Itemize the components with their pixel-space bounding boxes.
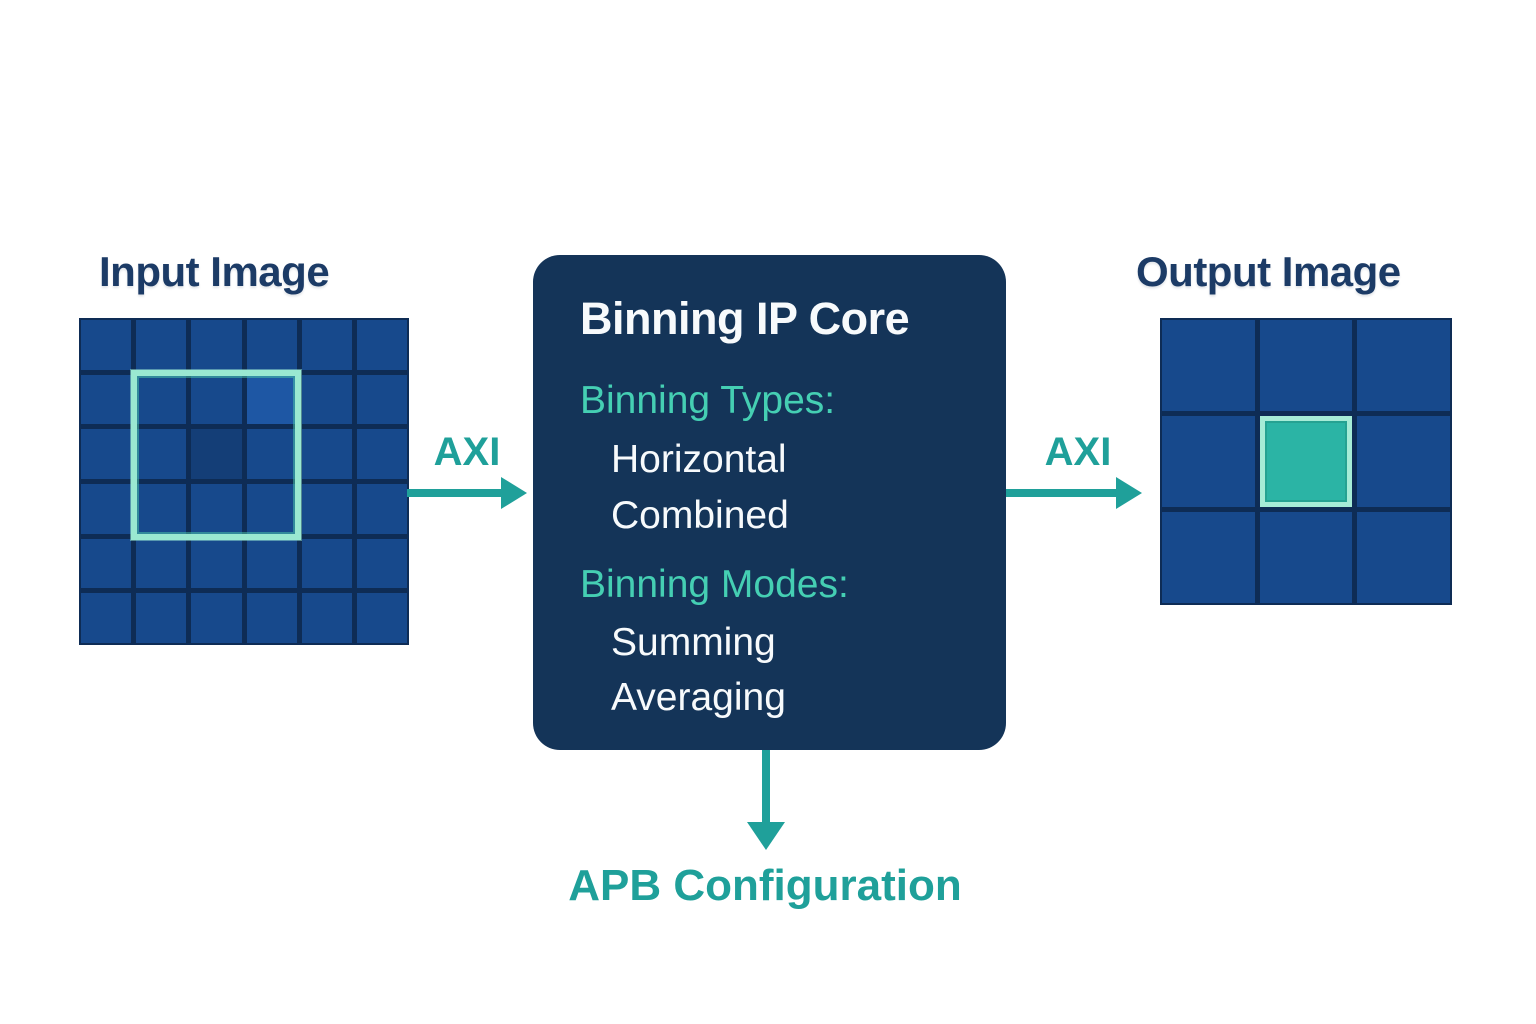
axi-out-label: AXI: [1044, 430, 1112, 474]
axi-out-arrow: [1006, 489, 1118, 497]
binning-ip-core-block: Binning IP Core Binning Types: Horizonta…: [533, 255, 1006, 750]
pixel-cell: [356, 593, 407, 643]
apb-arrowhead-icon: [747, 822, 785, 850]
binning-types-heading: Binning Types:: [580, 379, 836, 422]
binning-mode-item: Averaging: [611, 676, 786, 719]
pixel-cell: [301, 374, 352, 425]
pixel-cell: [356, 429, 407, 479]
binning-mode-item: Summing: [611, 621, 776, 664]
pixel-cell: [301, 429, 352, 479]
pixel-cell: [1357, 416, 1450, 507]
pixel-cell: [301, 484, 352, 534]
pixel-cell: [191, 320, 242, 370]
binning-type-item: Horizontal: [611, 438, 787, 481]
pixel-cell: [246, 429, 297, 479]
pixel-cell: [356, 374, 407, 425]
binning-type-item: Combined: [611, 494, 789, 537]
pixel-cell: [246, 484, 297, 534]
pixel-cell: [191, 484, 242, 534]
pixel-cell: [81, 320, 132, 370]
binning-modes-heading: Binning Modes:: [580, 563, 849, 606]
input-pixel-grid: [79, 318, 409, 645]
input-pixel-grid-cells: [79, 318, 409, 645]
axi-in-arrow: [407, 489, 503, 497]
apb-configuration-label: APB Configuration: [568, 861, 962, 910]
pixel-cell: [1162, 320, 1255, 411]
pixel-cell: [246, 374, 297, 425]
pixel-cell: [246, 593, 297, 643]
pixel-cell: [191, 593, 242, 643]
pixel-cell: [136, 538, 187, 589]
pixel-cell: [81, 374, 132, 425]
pixel-cell: [136, 429, 187, 479]
pixel-cell: [1162, 512, 1255, 603]
pixel-cell: [191, 374, 242, 425]
pixel-cell: [81, 593, 132, 643]
output-pixel-grid: [1160, 318, 1452, 605]
axi-out-arrowhead-icon: [1116, 477, 1142, 509]
pixel-cell: [301, 593, 352, 643]
output-pixel-grid-cells: [1160, 318, 1452, 605]
axi-in-arrowhead-icon: [501, 477, 527, 509]
input-image-title: Input Image: [99, 248, 330, 295]
pixel-cell: [136, 593, 187, 643]
pixel-cell: [1259, 320, 1353, 411]
pixel-cell: [1357, 320, 1450, 411]
pixel-cell: [81, 429, 132, 479]
binned-pixel-cell: [1259, 416, 1353, 507]
pixel-cell: [81, 484, 132, 534]
pixel-cell: [356, 538, 407, 589]
pixel-cell: [136, 374, 187, 425]
pixel-cell: [136, 484, 187, 534]
pixel-cell: [136, 320, 187, 370]
core-block-title: Binning IP Core: [580, 293, 910, 344]
pixel-cell: [246, 320, 297, 370]
output-image-title: Output Image: [1136, 248, 1401, 295]
pixel-cell: [301, 320, 352, 370]
pixel-cell: [356, 484, 407, 534]
pixel-cell: [246, 538, 297, 589]
pixel-cell: [1357, 512, 1450, 603]
pixel-cell: [81, 538, 132, 589]
pixel-cell: [191, 429, 242, 479]
pixel-cell: [1259, 512, 1353, 603]
apb-arrow: [762, 750, 770, 824]
pixel-cell: [1162, 416, 1255, 507]
pixel-cell: [356, 320, 407, 370]
pixel-cell: [301, 538, 352, 589]
axi-in-label: AXI: [433, 430, 501, 474]
pixel-cell: [191, 538, 242, 589]
